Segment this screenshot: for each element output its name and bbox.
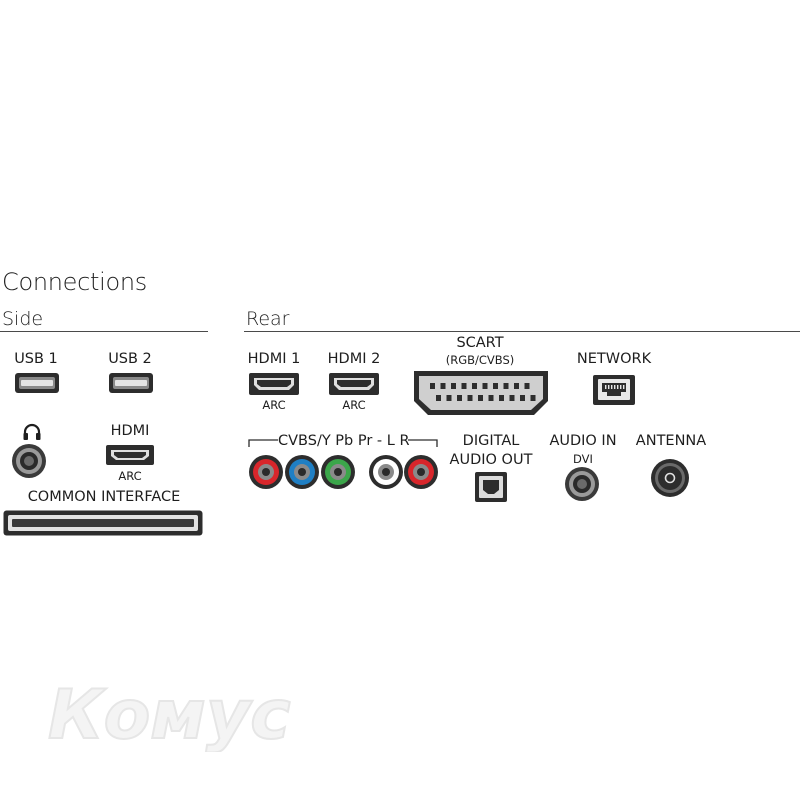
watermark-logo: Комус [48, 675, 292, 752]
scart-pin [488, 395, 494, 401]
side-hdmi-label: HDMI [110, 423, 150, 439]
scart-pin [524, 383, 530, 389]
side-divider [0, 331, 208, 332]
scart-pin [514, 383, 519, 389]
scart-pin [440, 383, 446, 389]
optical-audio-out-port [475, 472, 507, 502]
side-heading: Side [2, 308, 44, 330]
scart-pin [446, 395, 452, 401]
digital-audio-out-label-line1: DIGITAL [462, 433, 520, 449]
scart-pin [457, 395, 462, 401]
network-port [593, 375, 635, 405]
scart-pin [436, 395, 441, 401]
hdmi2-port [329, 373, 379, 395]
hdmi1-label: HDMI 1 [247, 351, 301, 367]
common-interface-label: COMMON INTERFACE [27, 489, 181, 505]
network-label: NETWORK [576, 351, 652, 367]
component-label: CVBS/Y Pb Pr - L R [278, 433, 410, 449]
rca-audio-left-white-jack [369, 455, 403, 489]
page-title: Connections [2, 268, 148, 296]
hdmi1-arc-label: ARC [262, 398, 286, 412]
scart-pin [503, 383, 509, 389]
scart-pin [472, 383, 477, 389]
rear-heading: Rear [246, 308, 290, 330]
scart-pin [493, 383, 498, 389]
svg-text:Комус: Комус [48, 676, 291, 752]
antenna-port [651, 459, 689, 497]
scart-port [414, 371, 548, 415]
scart-pin [451, 383, 456, 389]
hdmi2-arc-label: ARC [342, 398, 366, 412]
scart-pin [467, 395, 473, 401]
scart-pin [499, 395, 504, 401]
rca-audio-right-red-jack [404, 455, 438, 489]
usb1-label: USB 1 [14, 351, 58, 367]
headphones-icon [23, 423, 41, 440]
usb2-port [109, 373, 153, 393]
scart-pin [478, 395, 483, 401]
scart-pin [461, 383, 467, 389]
common-interface-slot [3, 510, 203, 536]
rca-y-red-jack [249, 455, 283, 489]
component-bracket [248, 439, 438, 447]
digital-audio-out-label-line2: AUDIO OUT [449, 452, 533, 468]
audio-in-jack [565, 467, 599, 501]
scart-pin [482, 383, 488, 389]
side-hdmi-arc-label: ARC [118, 469, 142, 483]
scart-pin [509, 395, 515, 401]
rca-pb-blue-jack [285, 455, 319, 489]
scart-pin [430, 383, 435, 389]
hdmi2-label: HDMI 2 [327, 351, 381, 367]
rca-pr-green-jack [321, 455, 355, 489]
side-hdmi-port [106, 445, 154, 465]
scart-pin [530, 395, 536, 401]
hdmi1-port [249, 373, 299, 395]
audio-in-label: AUDIO IN [549, 433, 617, 449]
antenna-label: ANTENNA [635, 433, 707, 449]
rear-divider [244, 331, 800, 332]
scart-sub-label: (RGB/CVBS) [445, 353, 515, 367]
headphone-jack [12, 444, 46, 478]
scart-pin [520, 395, 525, 401]
audio-in-dvi-label: DVI [573, 452, 593, 466]
scart-label: SCART [456, 335, 504, 351]
usb1-port [15, 373, 59, 393]
usb2-label: USB 2 [108, 351, 152, 367]
